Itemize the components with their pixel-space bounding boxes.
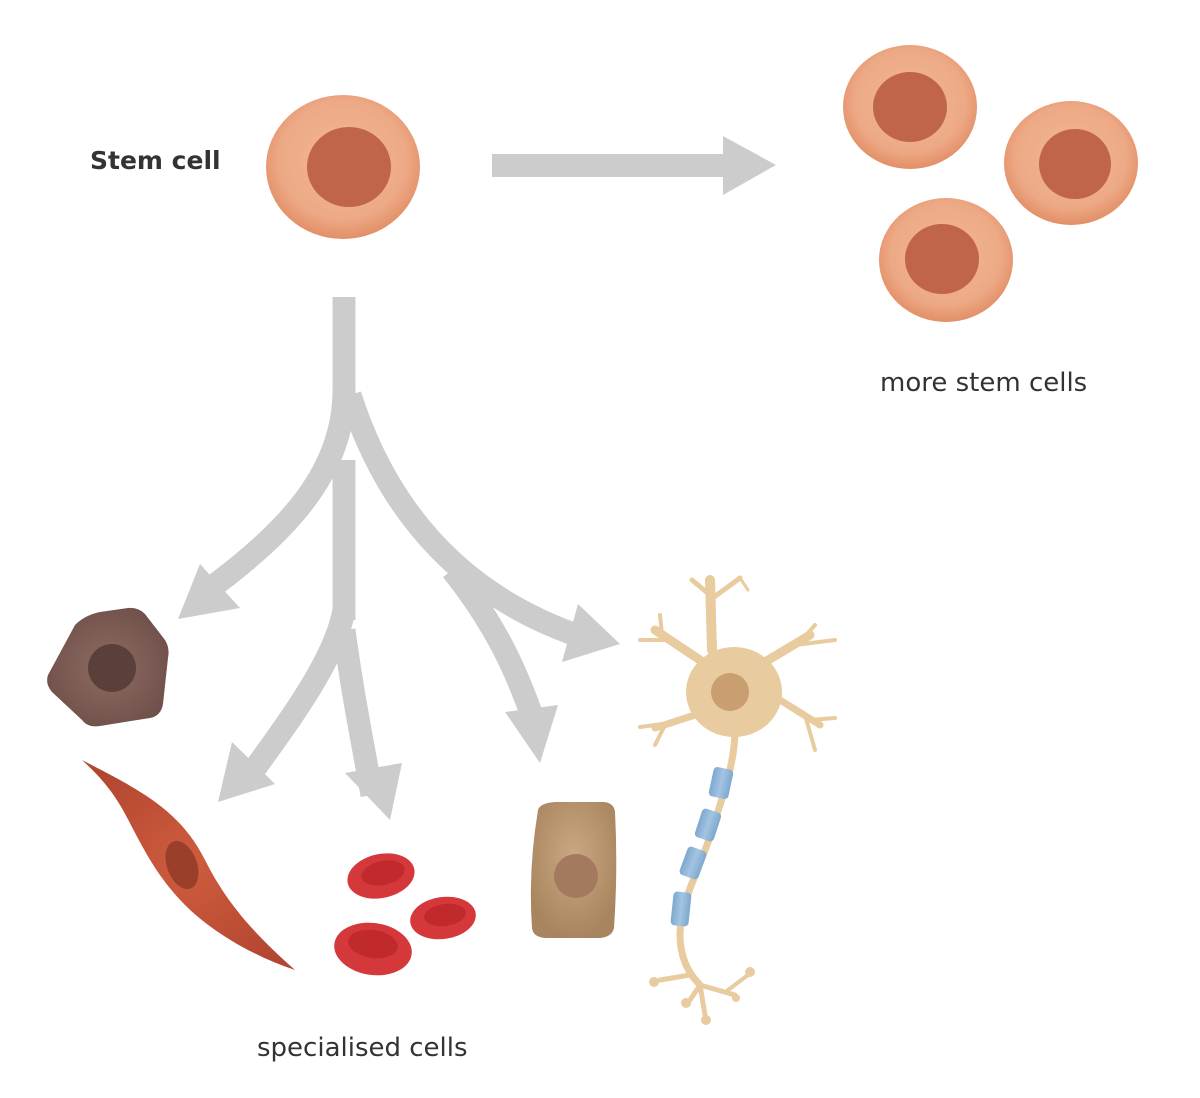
red-blood-cell-3: [334, 922, 412, 976]
more-stem-cells-label: more stem cells: [880, 368, 1088, 398]
red-blood-cell-2: [410, 896, 476, 940]
specialised-cells-label: specialised cells: [257, 1033, 468, 1063]
arrow-to-bone-cell: [201, 389, 356, 600]
arrowhead-bone: [178, 564, 240, 619]
arrowhead-rbc: [345, 763, 402, 820]
stem-cell-label: Stem cell: [90, 146, 221, 175]
nerve-cell: [638, 575, 837, 1025]
self-renewal-arrow: [492, 136, 776, 195]
differentiation-arrows: [201, 297, 589, 798]
arrowhead-epithelial: [505, 705, 558, 763]
red-blood-cell-1: [347, 853, 415, 899]
bone-cell-nucleus: [88, 644, 136, 692]
bone-cell: [47, 607, 169, 727]
muscle-cell: [82, 760, 295, 970]
epithelial-cell: [530, 802, 617, 938]
myelin-sheath: [670, 766, 734, 927]
arrow-to-nerve-cell: [339, 391, 589, 649]
more-stem-cell-3: [879, 198, 1013, 322]
arrowhead-neuron: [562, 604, 620, 662]
arrowhead-muscle: [218, 742, 275, 802]
more-stem-cell-2: [1004, 101, 1138, 225]
muscle-cell-nucleus: [165, 840, 199, 890]
epithelial-cell-nucleus: [554, 854, 598, 898]
arrow-to-muscle-cell: [238, 607, 356, 785]
stem-cell-nucleus: [307, 127, 391, 207]
more-stem-cell-1: [843, 45, 977, 169]
nerve-cell-nucleus: [711, 673, 749, 711]
stem-cell: [266, 95, 420, 239]
